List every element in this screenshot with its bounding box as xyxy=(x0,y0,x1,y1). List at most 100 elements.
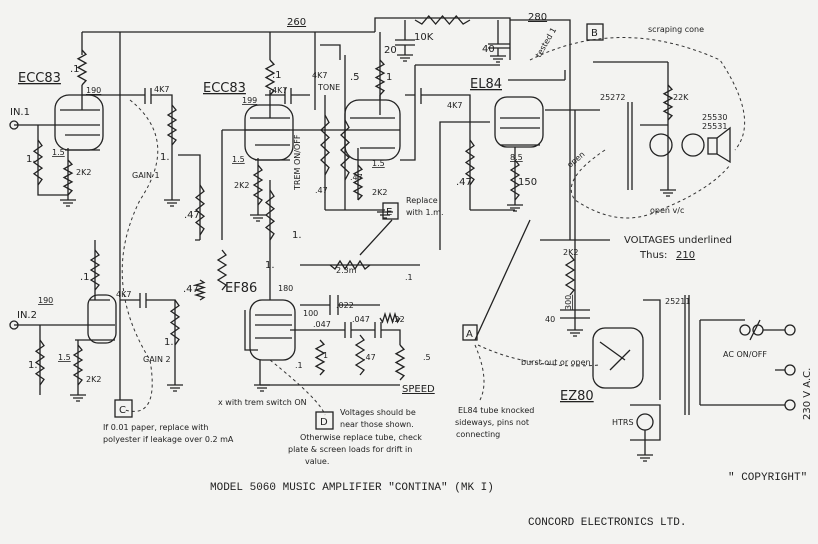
resistor xyxy=(34,339,46,386)
value-r47t2: .47 xyxy=(350,173,363,182)
resistor xyxy=(564,254,576,296)
note-a-line: EL84 tube knocked xyxy=(458,406,534,415)
note-b-wire3: open xyxy=(566,150,587,170)
resistor xyxy=(72,344,84,386)
resistor xyxy=(76,49,88,86)
resistor xyxy=(193,279,207,301)
value-pot1: 1. xyxy=(160,152,170,163)
output-transformer-label: 25272 xyxy=(600,93,625,102)
ac-switch-label: AC ON/OFF xyxy=(723,350,767,359)
company-name: CONCORD ELECTRONICS LTD. xyxy=(528,517,686,529)
value-c4k7b: 4K7 xyxy=(272,86,287,95)
value-pot5: .5 xyxy=(350,72,360,83)
voltage-k1: 1.5 xyxy=(52,148,65,157)
value-c047b: .047 xyxy=(352,315,370,324)
resistor xyxy=(374,59,386,96)
resistor xyxy=(264,59,276,96)
value-pot5b: .5 xyxy=(423,353,431,362)
note-e: E Replace with 1.m. xyxy=(382,196,443,220)
value-20: 20 xyxy=(384,45,397,56)
ground-icon xyxy=(254,384,270,392)
note-c-tag: C xyxy=(119,405,126,416)
note-d-line: value. xyxy=(305,457,329,466)
resistor xyxy=(509,159,521,201)
ground-icon xyxy=(567,329,583,337)
tone-label: TONE xyxy=(317,83,340,92)
ground-icon xyxy=(377,211,393,219)
power-transformer-label: 25211 xyxy=(665,297,690,306)
gain-2-label: GAIN 2 xyxy=(143,355,171,364)
note-d-line: near those shown. xyxy=(340,420,414,429)
voltage-b1: 260 xyxy=(287,17,306,28)
value-r47a: .47 xyxy=(184,210,200,221)
note-a-wire: burst out or open xyxy=(521,358,591,367)
resistor xyxy=(62,159,74,196)
speaker-jack-label-2: 25531 xyxy=(702,122,727,131)
resistor xyxy=(169,299,181,346)
value-c022: .022 xyxy=(336,301,354,310)
value-r1c: 1. xyxy=(292,230,302,241)
note-d-line: Otherwise replace tube, check xyxy=(300,433,422,442)
resistor xyxy=(354,334,366,376)
value-r1g: 1. xyxy=(26,154,36,165)
value-c047a: .047 xyxy=(313,320,331,329)
note-c-line: polyester if leakage over 0.2 mA xyxy=(103,435,234,444)
value-c1b: .1 xyxy=(295,361,303,370)
value-r2k2d: 2K2 xyxy=(86,375,101,384)
value-c4k7d: 4K7 xyxy=(116,290,131,299)
resistor xyxy=(379,311,401,325)
resistor xyxy=(414,15,471,25)
heaters-label: HTRS xyxy=(612,418,634,427)
gain-1-label: GAIN 1 xyxy=(132,171,160,180)
ground-icon xyxy=(507,204,523,212)
value-r1h: 1 xyxy=(323,351,328,360)
value-c4k7a: 4K7 xyxy=(154,85,169,94)
value-pot2: 1. xyxy=(164,337,174,348)
tube-label-ez80: EZ80 xyxy=(560,389,594,404)
speed-label: SPEED xyxy=(402,384,435,395)
resistor xyxy=(320,114,330,176)
note-c: C If 0.01 paper, replace with polyester … xyxy=(103,399,234,444)
value-10k: 10K xyxy=(414,32,434,43)
ground-icon xyxy=(250,214,266,222)
value-r47d: .47 xyxy=(363,353,376,362)
ground-icon xyxy=(70,394,86,402)
note-a: A burst out or open EL84 tube knocked si… xyxy=(455,324,591,439)
copyright: " COPYRIGHT" xyxy=(728,472,807,484)
value-r1e: .1 xyxy=(80,272,90,283)
tube-label-ef86: EF86 xyxy=(225,281,257,296)
voltage-legend: VOLTAGES underlined xyxy=(624,235,732,246)
value-r22: .22 xyxy=(392,315,405,324)
resistor xyxy=(252,164,264,206)
input-1-label: IN.1 xyxy=(10,107,30,118)
value-r1d: 1 xyxy=(386,72,392,83)
voltage-ef86s: 100 xyxy=(303,309,318,318)
resistor xyxy=(352,164,364,201)
speaker-jack-label-1: 25530 xyxy=(702,113,727,122)
voltage-rect: 300 xyxy=(564,295,573,310)
voltage-legend-example: 210 xyxy=(676,250,695,261)
ground-icon xyxy=(637,454,653,462)
voltage-el84k: 8.5 xyxy=(510,153,523,162)
model-title: MODEL 5060 MUSIC AMPLIFIER "CONTINA" (MK… xyxy=(210,482,494,494)
note-d-line: Voltages should be xyxy=(340,408,416,417)
ground-icon xyxy=(60,199,76,207)
note-b-wire1: tested 1 xyxy=(534,26,558,59)
value-40a: 40 xyxy=(482,44,495,55)
ground-icon xyxy=(164,199,180,207)
tube-label-ecc83-1: ECC83 xyxy=(18,71,61,86)
note-e-line: with 1.m. xyxy=(406,208,443,217)
tube-label-ecc83-2: ECC83 xyxy=(203,81,246,96)
resistor xyxy=(464,139,476,186)
resistor xyxy=(32,139,44,186)
resistor xyxy=(89,249,101,291)
note-a-line: connecting xyxy=(456,430,500,439)
voltage-readings: 260 280 190 190 199 1.5 1.5 1.5 1.5 8.5 … xyxy=(38,12,573,362)
note-b-wire2: scraping cone xyxy=(648,25,704,34)
voltage-k3: 1.5 xyxy=(372,159,385,168)
trem-switch-label: TREM ON/OFF xyxy=(293,134,302,191)
ground-icon xyxy=(167,384,183,392)
ground-icon xyxy=(490,55,506,63)
note-d: D Voltages should be near those shown. O… xyxy=(288,408,422,466)
